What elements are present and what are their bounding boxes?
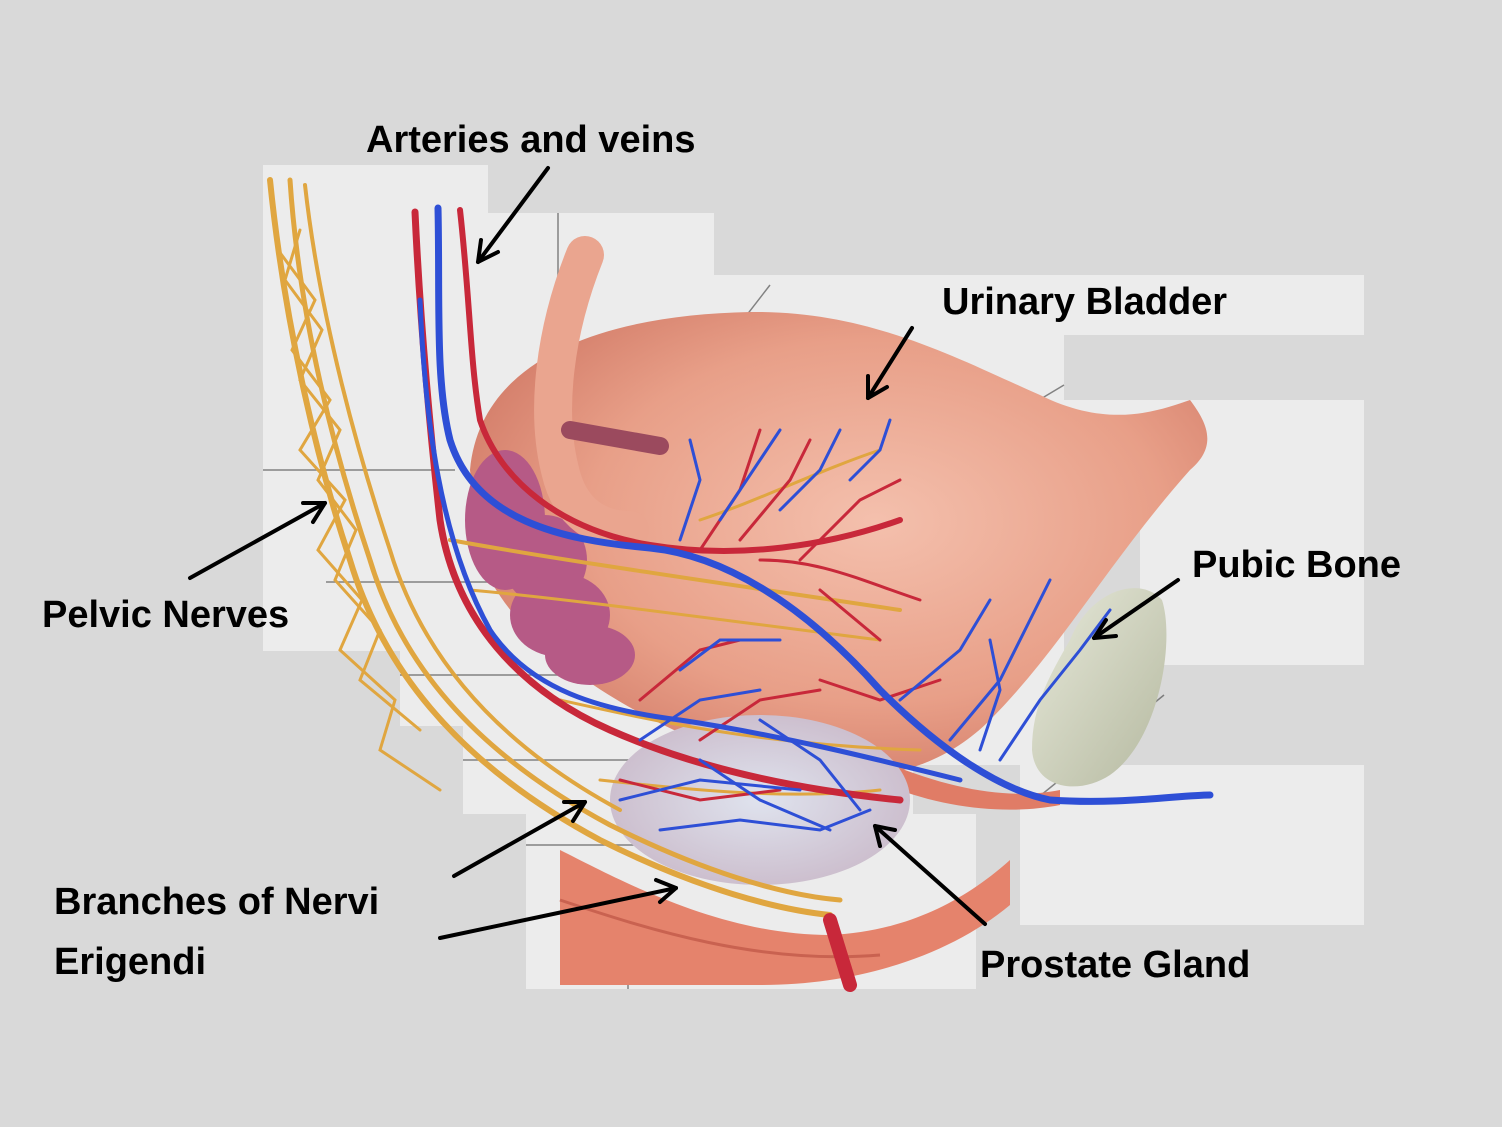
arrow-pubic-bone: [1092, 578, 1180, 640]
arrow-branches-lower: [438, 878, 678, 940]
label-branches-line1: Branches of Nervi: [54, 881, 380, 923]
rectum: [560, 850, 1010, 985]
arrow-prostate-gland: [873, 824, 987, 926]
rectum-fold: [559, 898, 881, 959]
urinary-bladder: [470, 311, 1208, 778]
arrow-pelvic-nerves: [188, 501, 327, 580]
arrow-branches-upper: [452, 800, 587, 878]
ureter: [534, 236, 649, 549]
label-pelvic-nerves: Pelvic Nerves: [42, 594, 290, 636]
vas-deferens: [561, 421, 669, 455]
label-arteries-veins: Arteries and veins: [366, 119, 696, 161]
pubic-bone: [1032, 588, 1167, 787]
veins: [417, 204, 1214, 832]
label-prostate-gland: Prostate Gland: [980, 944, 1251, 986]
pointer-arrows: [188, 166, 1180, 940]
arrow-urinary-bladder: [866, 326, 914, 400]
arrow-arteries-veins: [476, 166, 550, 264]
pelvic-nerve-plexus: [267, 177, 922, 918]
label-branches-line2: Erigendi: [54, 941, 207, 983]
label-urinary-bladder: Urinary Bladder: [942, 281, 1228, 323]
label-pubic-bone: Pubic Bone: [1192, 544, 1402, 586]
urethra: [875, 760, 1060, 810]
